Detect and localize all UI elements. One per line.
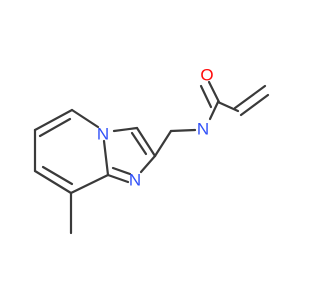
bond-vinyl-double-a: [233, 84, 267, 110]
bond-c7-c8-double-a: [33, 169, 73, 195]
bond-c5-c6-double-a: [33, 108, 74, 132]
bond-vinyl-carbonyl: [216, 100, 240, 113]
bond-c3-n4: [112, 126, 139, 133]
bond-ch2-ch2: [153, 129, 173, 158]
bond-c2-n1: [139, 154, 157, 174]
atom-labels: O N N N: [97, 66, 214, 190]
bond-carbonyl-double-a: [207, 80, 221, 104]
bonds: [33, 80, 270, 235]
bond-nitrogen-ch2: [169, 128, 197, 133]
bond-c2-c3-double-a: [135, 126, 157, 158]
imidazole-nitrogen-atom-label: N: [129, 171, 141, 190]
amide-nitrogen-atom-label: N: [197, 120, 209, 139]
bond-c2-c3-double-b: [130, 131, 148, 156]
bridgehead-nitrogen-atom-label: N: [97, 125, 109, 144]
chemical-structure-diagram: O N N N: [33, 66, 270, 235]
bond-carbonyl-nitrogen: [208, 100, 220, 121]
bond-c7-c8-double-b: [41, 165, 74, 186]
bond-c8a-n4: [102, 139, 110, 177]
bond-n1-c8a-double-b: [111, 166, 132, 176]
bond-n4-c5: [70, 108, 100, 129]
bond-carbonyl-double-b: [199, 84, 213, 109]
bond-n1-c8a-double-a: [106, 173, 130, 184]
bond-vinyl-double-b: [239, 93, 270, 117]
oxygen-atom-label: O: [200, 66, 213, 85]
bond-c5-c6-double-b: [38, 117, 72, 138]
bond-c8-c8a: [69, 173, 110, 195]
